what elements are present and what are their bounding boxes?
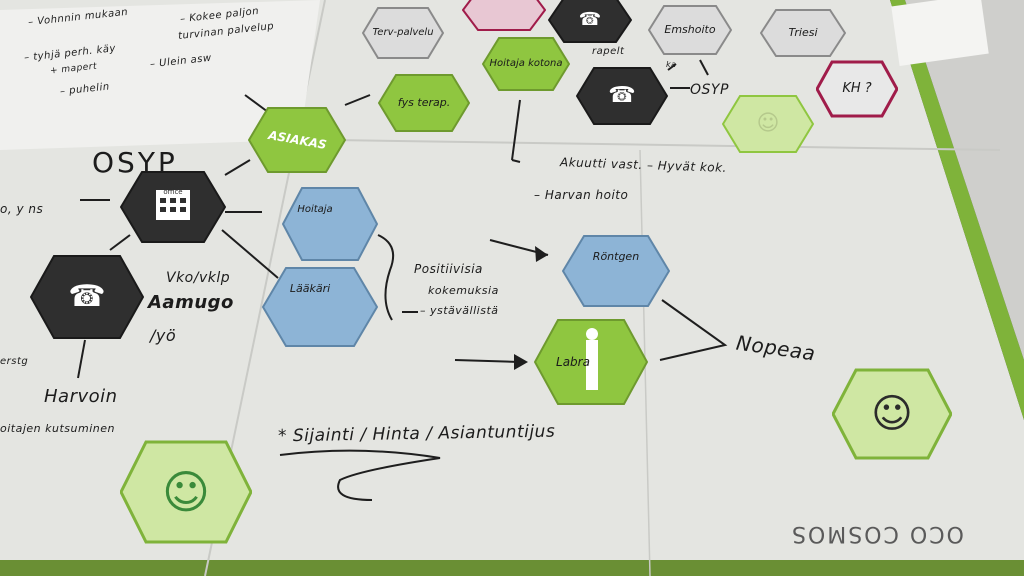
hex-labra-label: Labra	[556, 355, 590, 369]
note-erstg: erstg	[0, 356, 29, 367]
hex-fys-terap[interactable]: fys terap.	[378, 73, 470, 133]
note-osyp-small: OSYP	[690, 82, 729, 98]
hex-smiley-right[interactable]: ☺	[832, 368, 952, 460]
hex-phone-top[interactable]: ☎	[548, 0, 632, 44]
hex-phone-left[interactable]: ☎	[30, 254, 144, 340]
hex-terv-label: Terv-palvelu	[372, 27, 434, 38]
phone-icon: ☎	[578, 9, 602, 30]
note-aamu: Aamugo	[148, 292, 234, 313]
hex-triesi-label: Triesi	[788, 26, 818, 39]
hex-asiakas[interactable]: ASIAKAS	[248, 106, 346, 174]
hex-pink-top[interactable]	[462, 0, 546, 32]
paper-sheet-left	[0, 0, 320, 150]
note-positiivisia-3: – ystävällistä	[420, 304, 499, 317]
note-ka: ka	[666, 60, 677, 69]
note-positiivisia-2: kokemuksia	[428, 284, 499, 297]
hex-hoitaja-label: Hoitaja	[297, 204, 333, 215]
note-osyp: OSYP	[92, 146, 178, 179]
hex-labra[interactable]: Labra	[534, 318, 648, 406]
smiley-icon: ☺	[756, 111, 780, 136]
hex-kh-label: KH ?	[842, 81, 872, 96]
note-rapelt: rapelt	[592, 46, 625, 57]
note-harvoin: Harvoin	[44, 386, 118, 407]
hex-hoitaja[interactable]: Hoitaja	[282, 186, 378, 262]
hex-hoitaja-kotona[interactable]: Hoitaja kotona	[482, 36, 570, 92]
hex-hoitaja-kotona-label: Hoitaja kotona	[489, 58, 563, 69]
hex-laakari[interactable]: Lääkäri	[262, 266, 378, 348]
board-brand: OCO COSMOS	[790, 521, 964, 546]
hex-office[interactable]: office	[120, 170, 226, 244]
hex-rontgen-label: Röntgen	[592, 250, 640, 263]
note-positiivisia-1: Positiivisia	[414, 262, 483, 276]
smiley-icon: ☺	[871, 391, 913, 437]
note-hoito: – Harvan hoito	[534, 188, 629, 202]
hex-laakari-label: Lääkäri	[289, 282, 331, 295]
board-bottom-edge	[0, 560, 1024, 576]
hex-phone-mid[interactable]: ☎	[576, 66, 668, 126]
hex-terv-palvelu[interactable]: Terv-palvelu	[362, 6, 444, 60]
note-yns: o, y ns	[0, 202, 44, 216]
phone-icon: ☎	[68, 279, 106, 314]
office-building-icon: office	[163, 188, 183, 196]
paper-stack	[891, 0, 989, 66]
phone-icon: ☎	[608, 83, 636, 108]
table-surface	[905, 0, 1024, 360]
note-vko: Vko/vklp	[166, 270, 231, 286]
hex-emshoito[interactable]: Emshoito	[648, 4, 732, 56]
hex-emshoito-label: Emshoito	[664, 23, 716, 36]
smiley-icon: ☺	[162, 465, 210, 519]
hex-triesi[interactable]: Triesi	[760, 8, 846, 58]
board-green-edge	[890, 0, 1024, 420]
note-yo: /yö	[150, 326, 177, 345]
hex-smiley-left[interactable]: ☺	[120, 440, 252, 544]
hex-fys-label: fys terap.	[397, 96, 451, 109]
hex-kh[interactable]: KH ?	[816, 60, 898, 118]
note-kutsuminen: oitajen kutsuminen	[0, 422, 115, 435]
hex-smiley-top[interactable]: ☺	[722, 94, 814, 154]
hex-rontgen[interactable]: Röntgen	[562, 234, 670, 308]
